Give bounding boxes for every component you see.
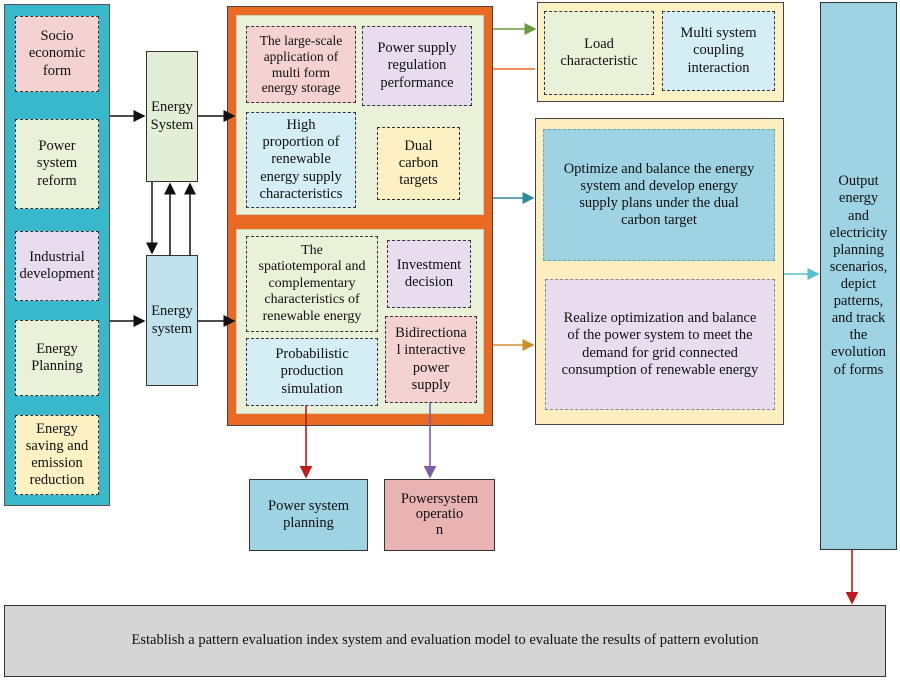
multi-system-coupling-box: Multi system coupling interaction bbox=[662, 11, 775, 91]
factor-spatiotemporal: The spatiotemporal and complementary cha… bbox=[246, 236, 378, 332]
factor-dual-carbon-targets: Dual carbon targets bbox=[377, 127, 460, 200]
optimize-energy-system-box: Optimize and balance the energy system a… bbox=[543, 129, 775, 261]
factor-power-supply-regulation: Power supply regulation performance bbox=[362, 26, 472, 106]
evaluation-bar: Establish a pattern evaluation index sys… bbox=[4, 605, 886, 677]
influence-energy-planning: Energy Planning bbox=[15, 320, 99, 396]
factor-renewable-proportion: High proportion of renewable energy supp… bbox=[246, 112, 356, 208]
power-system-operation-box: Powersystem operatio n bbox=[384, 479, 495, 551]
energy-system-lower-box: Energy system bbox=[146, 255, 198, 386]
power-system-planning-box: Power system planning bbox=[249, 479, 368, 551]
optimize-power-system-box: Realize optimization and balance of the … bbox=[545, 279, 775, 410]
factor-investment-decision: Investment decision bbox=[387, 240, 471, 308]
load-characteristic-box: Load characteristic bbox=[544, 11, 654, 95]
influence-socio-economic-form: Socio economic form bbox=[15, 16, 99, 92]
influence-energy-saving: Energy saving and emission reduction bbox=[15, 415, 99, 495]
influence-power-system-reform: Power system reform bbox=[15, 119, 99, 209]
influence-industrial-development: Industrial development bbox=[15, 231, 99, 301]
factor-probabilistic-simulation: Probabilistic production simulation bbox=[246, 338, 378, 406]
energy-system-upper-box: Energy System bbox=[146, 51, 198, 182]
factor-bidirectional-supply: Bidirectiona l interactive power supply bbox=[385, 316, 477, 403]
output-column-box: Output energy and electricity planning s… bbox=[820, 2, 897, 550]
factor-energy-storage: The large-scale application of multi for… bbox=[246, 26, 356, 103]
